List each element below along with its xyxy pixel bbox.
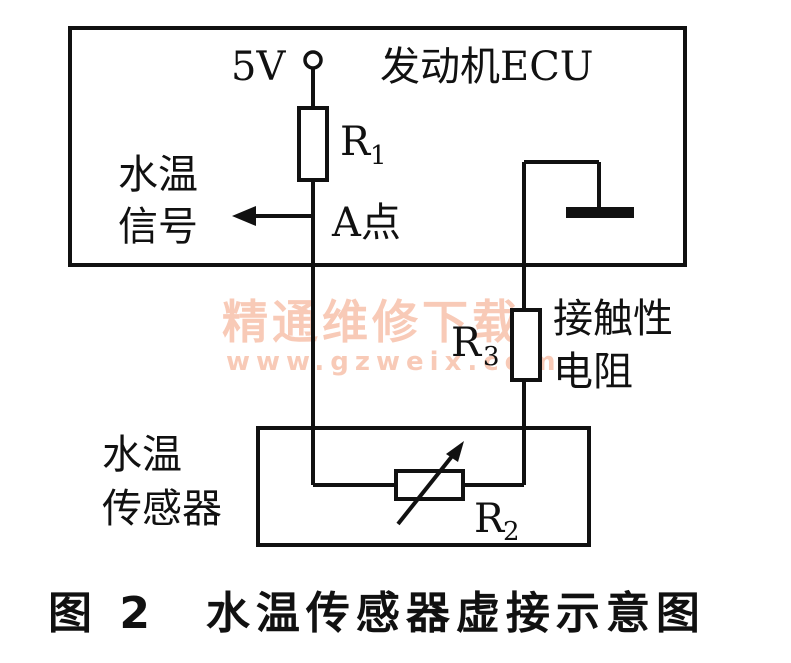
- sensor-label-line1: 水温: [102, 432, 182, 478]
- signal-label-line2: 信号: [118, 204, 198, 250]
- r3-label: R: [451, 320, 483, 366]
- signal-arrow-icon: [232, 206, 256, 226]
- r3-subscript: 3: [483, 342, 500, 372]
- resistor-r1: [297, 106, 329, 182]
- ground-symbol-icon: [566, 207, 634, 218]
- figure-caption: 图 2 水温传感器虚接示意图: [48, 588, 706, 639]
- ecu-box: [68, 26, 687, 267]
- contact-resistance-line2: 电阻: [553, 349, 633, 395]
- sensor-label-line2: 传感器: [102, 486, 222, 532]
- ecu-title: 发动机ECU: [380, 44, 594, 90]
- signal-label-line1: 水温: [118, 152, 198, 198]
- variable-arrow-icon: [446, 441, 464, 462]
- contact-resistance-line1: 接触性: [553, 296, 673, 342]
- r2-label: R: [474, 496, 506, 542]
- variable-arrow-shaft: [396, 448, 459, 526]
- r1-subscript: 1: [370, 141, 387, 171]
- watermark-text: 精通维修下载: [222, 295, 522, 349]
- supply-terminal: [303, 50, 323, 70]
- supply-label: 5V: [231, 44, 286, 90]
- sensor-box: [256, 426, 591, 547]
- resistor-r2: [394, 469, 465, 501]
- resistor-r3: [510, 308, 542, 382]
- point-a-label: A点: [331, 200, 401, 246]
- watermark-url: www.gzweix.com: [226, 347, 562, 377]
- r2-subscript: 2: [503, 517, 520, 547]
- r1-label: R: [340, 119, 372, 165]
